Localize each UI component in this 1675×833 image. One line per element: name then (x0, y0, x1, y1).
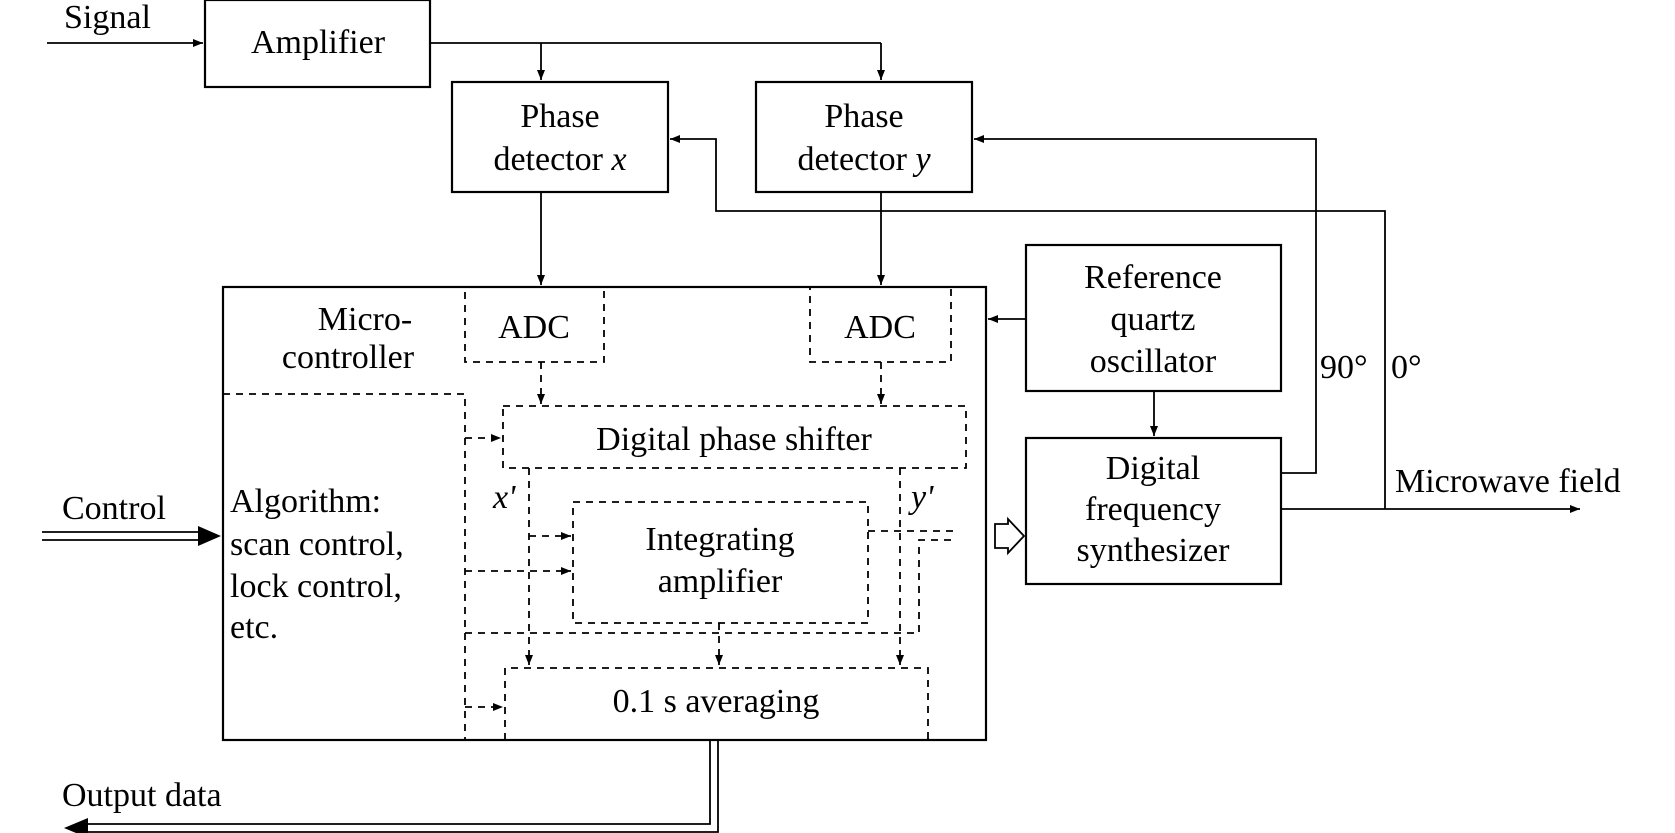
integrator-line1: Integrating (645, 521, 794, 558)
microwave-field-label: Microwave field (1395, 463, 1621, 500)
adc-left-box (464, 286, 605, 363)
frequency-synthesizer-box (1024, 436, 1283, 586)
phase-shifter-label: Digital phase shifter (596, 421, 872, 458)
output-data-label: Output data (62, 777, 222, 814)
microcontroller-line1: Micro- (318, 301, 412, 338)
output-double-line-b (84, 740, 719, 833)
amplifier-box (203, 0, 432, 89)
phase-detector-x-line2: detector x (493, 141, 626, 178)
phase-detector-y-box (754, 80, 974, 194)
synth-input-hollow-arrow (994, 516, 1026, 556)
adc-left-label: ADC (498, 309, 570, 346)
control-label: Control (62, 490, 166, 527)
deg0-label: 0° (1391, 349, 1422, 386)
reference-oscillator-box (1024, 243, 1283, 393)
phase-detector-y-word: detector (797, 141, 907, 178)
reference-line1: Reference (1084, 259, 1222, 296)
amplifier-label: Amplifier (251, 24, 386, 61)
phase-detector-x-var: x (610, 141, 626, 178)
phase-detector-y-var: y (912, 141, 931, 178)
phase-detector-x-line1: Phase (520, 98, 599, 135)
reference-line2: quartz (1111, 301, 1196, 338)
phase-detector-y-line2: detector y (797, 141, 931, 178)
output-double-line-a (84, 740, 711, 825)
reference-line3: oscillator (1090, 343, 1217, 380)
algorithm-line2: scan control, (230, 526, 404, 563)
synth-90deg-to-phase-y (974, 135, 1317, 474)
phase-detector-x-word: detector (493, 141, 603, 178)
synth-0deg-to-phase-x (670, 135, 1386, 509)
adc-right-label: ADC (844, 309, 916, 346)
control-arrowhead (198, 526, 221, 546)
deg90-label: 90° (1320, 349, 1368, 386)
integrator-line2: amplifier (658, 563, 783, 600)
algorithm-line3: lock control, (230, 568, 402, 605)
phase-detector-y-line1: Phase (824, 98, 903, 135)
synthesizer-line3: synthesizer (1077, 532, 1231, 569)
algorithm-line1: Algorithm: (230, 483, 381, 520)
synthesizer-line2: frequency (1085, 491, 1221, 528)
phase-shifter-box (502, 405, 967, 469)
dashed-return-loop (465, 539, 954, 634)
averaging-label: 0.1 s averaging (613, 683, 820, 720)
algorithm-divider (223, 393, 466, 740)
integrating-amplifier-box (572, 501, 869, 624)
phase-detector-x-box (450, 80, 670, 194)
microcontroller-line2: controller (282, 339, 415, 376)
algorithm-line4: etc. (230, 609, 278, 646)
synthesizer-line1: Digital (1106, 450, 1200, 487)
output-arrowhead (64, 818, 88, 833)
signal-label: Signal (64, 0, 151, 36)
x-prime-label: x' (492, 479, 516, 516)
y-prime-label: y' (908, 479, 934, 516)
